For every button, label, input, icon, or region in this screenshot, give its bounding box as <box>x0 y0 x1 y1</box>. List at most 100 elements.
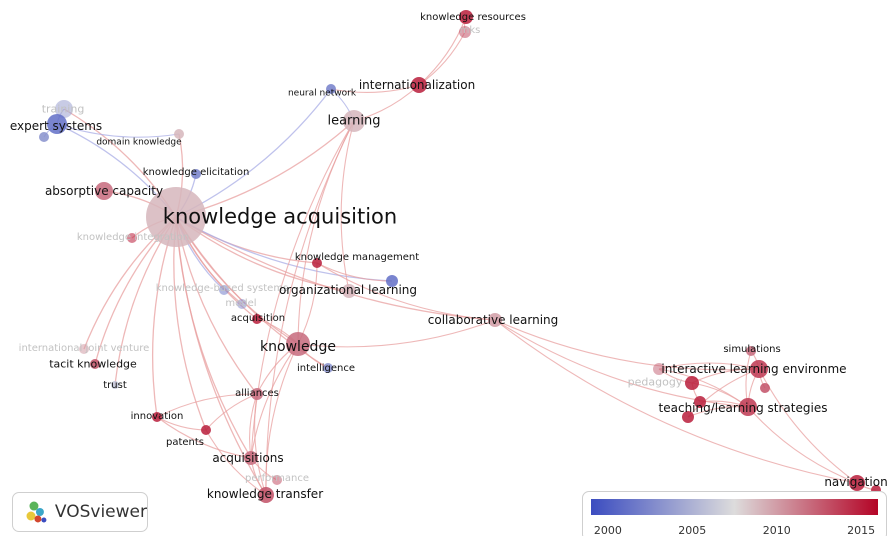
node-e4[interactable] <box>682 411 694 423</box>
link-km-blue2 <box>316 262 393 282</box>
node-label-patents[interactable]: patents <box>165 437 205 448</box>
node-intel[interactable] <box>323 363 333 373</box>
node-trust[interactable] <box>111 381 119 389</box>
node-blue2[interactable] <box>386 275 398 287</box>
node-training[interactable] <box>55 100 73 118</box>
node-ile[interactable] <box>750 360 768 378</box>
node-learning[interactable] <box>343 110 365 132</box>
node-label-ol[interactable]: organizational learning <box>278 283 418 297</box>
link-knowledge-kt <box>265 343 299 496</box>
node-ped[interactable] <box>653 363 665 375</box>
node-knowledge[interactable] <box>286 332 310 356</box>
node-km[interactable] <box>312 258 322 268</box>
node-ac[interactable] <box>95 182 113 200</box>
node-ijv[interactable] <box>79 344 89 354</box>
node-label-nn[interactable]: neural network <box>287 88 357 99</box>
node-acqs[interactable] <box>244 451 258 465</box>
app-name: VOSviewer <box>54 502 147 522</box>
link-knowledge-cl <box>297 319 496 348</box>
link-nn-intl <box>330 84 420 94</box>
node-label-es[interactable]: expert systems <box>9 119 103 133</box>
node-es[interactable] <box>47 114 67 134</box>
link-ile-ped <box>658 362 760 370</box>
node-label-ka[interactable]: knowledge acquisition <box>162 204 398 229</box>
node-label-dk[interactable]: domain knowledge <box>96 137 182 148</box>
node-label-alliances[interactable]: alliances <box>235 388 279 399</box>
link-intl-kr <box>418 16 467 86</box>
node-ki[interactable] <box>127 233 137 243</box>
link-cl-ile <box>494 319 760 371</box>
node-tk[interactable] <box>90 359 100 369</box>
node-label-nav[interactable]: navigation <box>824 475 888 489</box>
node-label-kr[interactable]: knowledge resources <box>420 12 526 23</box>
node-label-mks[interactable]: mks <box>459 25 481 36</box>
link-es-dk <box>56 123 180 138</box>
node-label-learning[interactable]: learning <box>327 113 381 129</box>
node-alliances[interactable] <box>251 388 263 400</box>
node-mks[interactable] <box>459 26 471 38</box>
link-cl-nav <box>494 319 858 484</box>
link-cl-tls <box>494 319 749 408</box>
node-label-tk[interactable]: tacit knowledge <box>49 357 137 371</box>
node-label-ijv[interactable]: international joint venture <box>18 343 150 354</box>
node-sims[interactable] <box>746 346 756 356</box>
node-e3[interactable] <box>760 383 770 393</box>
node-tls[interactable] <box>739 398 757 416</box>
node-label-ped[interactable]: pedagogy <box>627 375 683 389</box>
node-innovation[interactable] <box>152 412 162 422</box>
node-label-knowledge[interactable]: knowledge <box>260 339 336 355</box>
node-intl[interactable] <box>411 77 427 93</box>
node-nn[interactable] <box>326 84 336 94</box>
node-model[interactable] <box>237 299 247 309</box>
link-ka-innovation <box>152 216 177 418</box>
node-label-ac[interactable]: absorptive capacity <box>44 184 164 198</box>
legend-tick: 2000 <box>593 524 622 536</box>
link-ka-cl <box>175 216 496 321</box>
node-blue1[interactable] <box>39 132 49 142</box>
vosviewer-logo-box[interactable]: VOSviewer <box>12 492 148 532</box>
node-label-innovation[interactable]: innovation <box>130 411 184 422</box>
node-label-trust[interactable]: trust <box>103 380 127 391</box>
link-alliances-patents <box>205 393 258 431</box>
node-perf[interactable] <box>272 475 282 485</box>
node-ol[interactable] <box>342 284 356 298</box>
node-label-kbs[interactable]: knowledge-based systems <box>155 283 289 294</box>
node-ka[interactable] <box>146 187 206 247</box>
legend-tick: 2010 <box>762 524 791 536</box>
node-label-kel[interactable]: knowledge elicitation <box>142 167 250 178</box>
link-alliances-innovation <box>156 393 258 418</box>
node-label-perf[interactable]: performance <box>244 473 310 484</box>
node-label-sims[interactable]: simulations <box>723 344 781 355</box>
node-label-cl[interactable]: collaborative learning <box>427 313 559 327</box>
node-label-model[interactable]: model <box>225 298 257 309</box>
node-kt[interactable] <box>258 487 274 503</box>
node-kel[interactable] <box>191 169 201 179</box>
node-label-km[interactable]: knowledge management <box>294 252 420 263</box>
node-label-ki[interactable]: knowledge integration <box>76 232 190 243</box>
legend-tick: 2005 <box>678 524 707 536</box>
node-cl[interactable] <box>488 313 502 327</box>
link-tls-nav <box>747 406 858 484</box>
node-dk[interactable] <box>174 129 184 139</box>
node-acq[interactable] <box>252 314 262 324</box>
node-label-ile[interactable]: interactive learning environme <box>661 362 847 376</box>
vosviewer-logo-icon <box>26 501 47 523</box>
node-label-intl[interactable]: internationalization <box>358 78 476 92</box>
link-knowledge-acqs <box>250 343 299 459</box>
node-kbs[interactable] <box>219 285 229 295</box>
node-label-acqs[interactable]: acquisitions <box>212 451 284 465</box>
node-e2[interactable] <box>694 396 706 408</box>
node-label-intel[interactable]: intelligence <box>296 363 356 374</box>
node-label-acq[interactable]: acquisition <box>230 313 286 324</box>
node-patents[interactable] <box>201 425 211 435</box>
node-nav[interactable] <box>849 475 865 491</box>
node-label-tls[interactable]: teaching/learning strategies <box>658 401 828 415</box>
node-kr[interactable] <box>459 10 473 24</box>
node-label-training[interactable]: training <box>41 102 85 116</box>
link-patents-kt <box>205 429 267 496</box>
node-label-kt[interactable]: knowledge transfer <box>206 487 324 501</box>
node-e1[interactable] <box>685 376 699 390</box>
link-alliances-kt <box>254 393 267 496</box>
